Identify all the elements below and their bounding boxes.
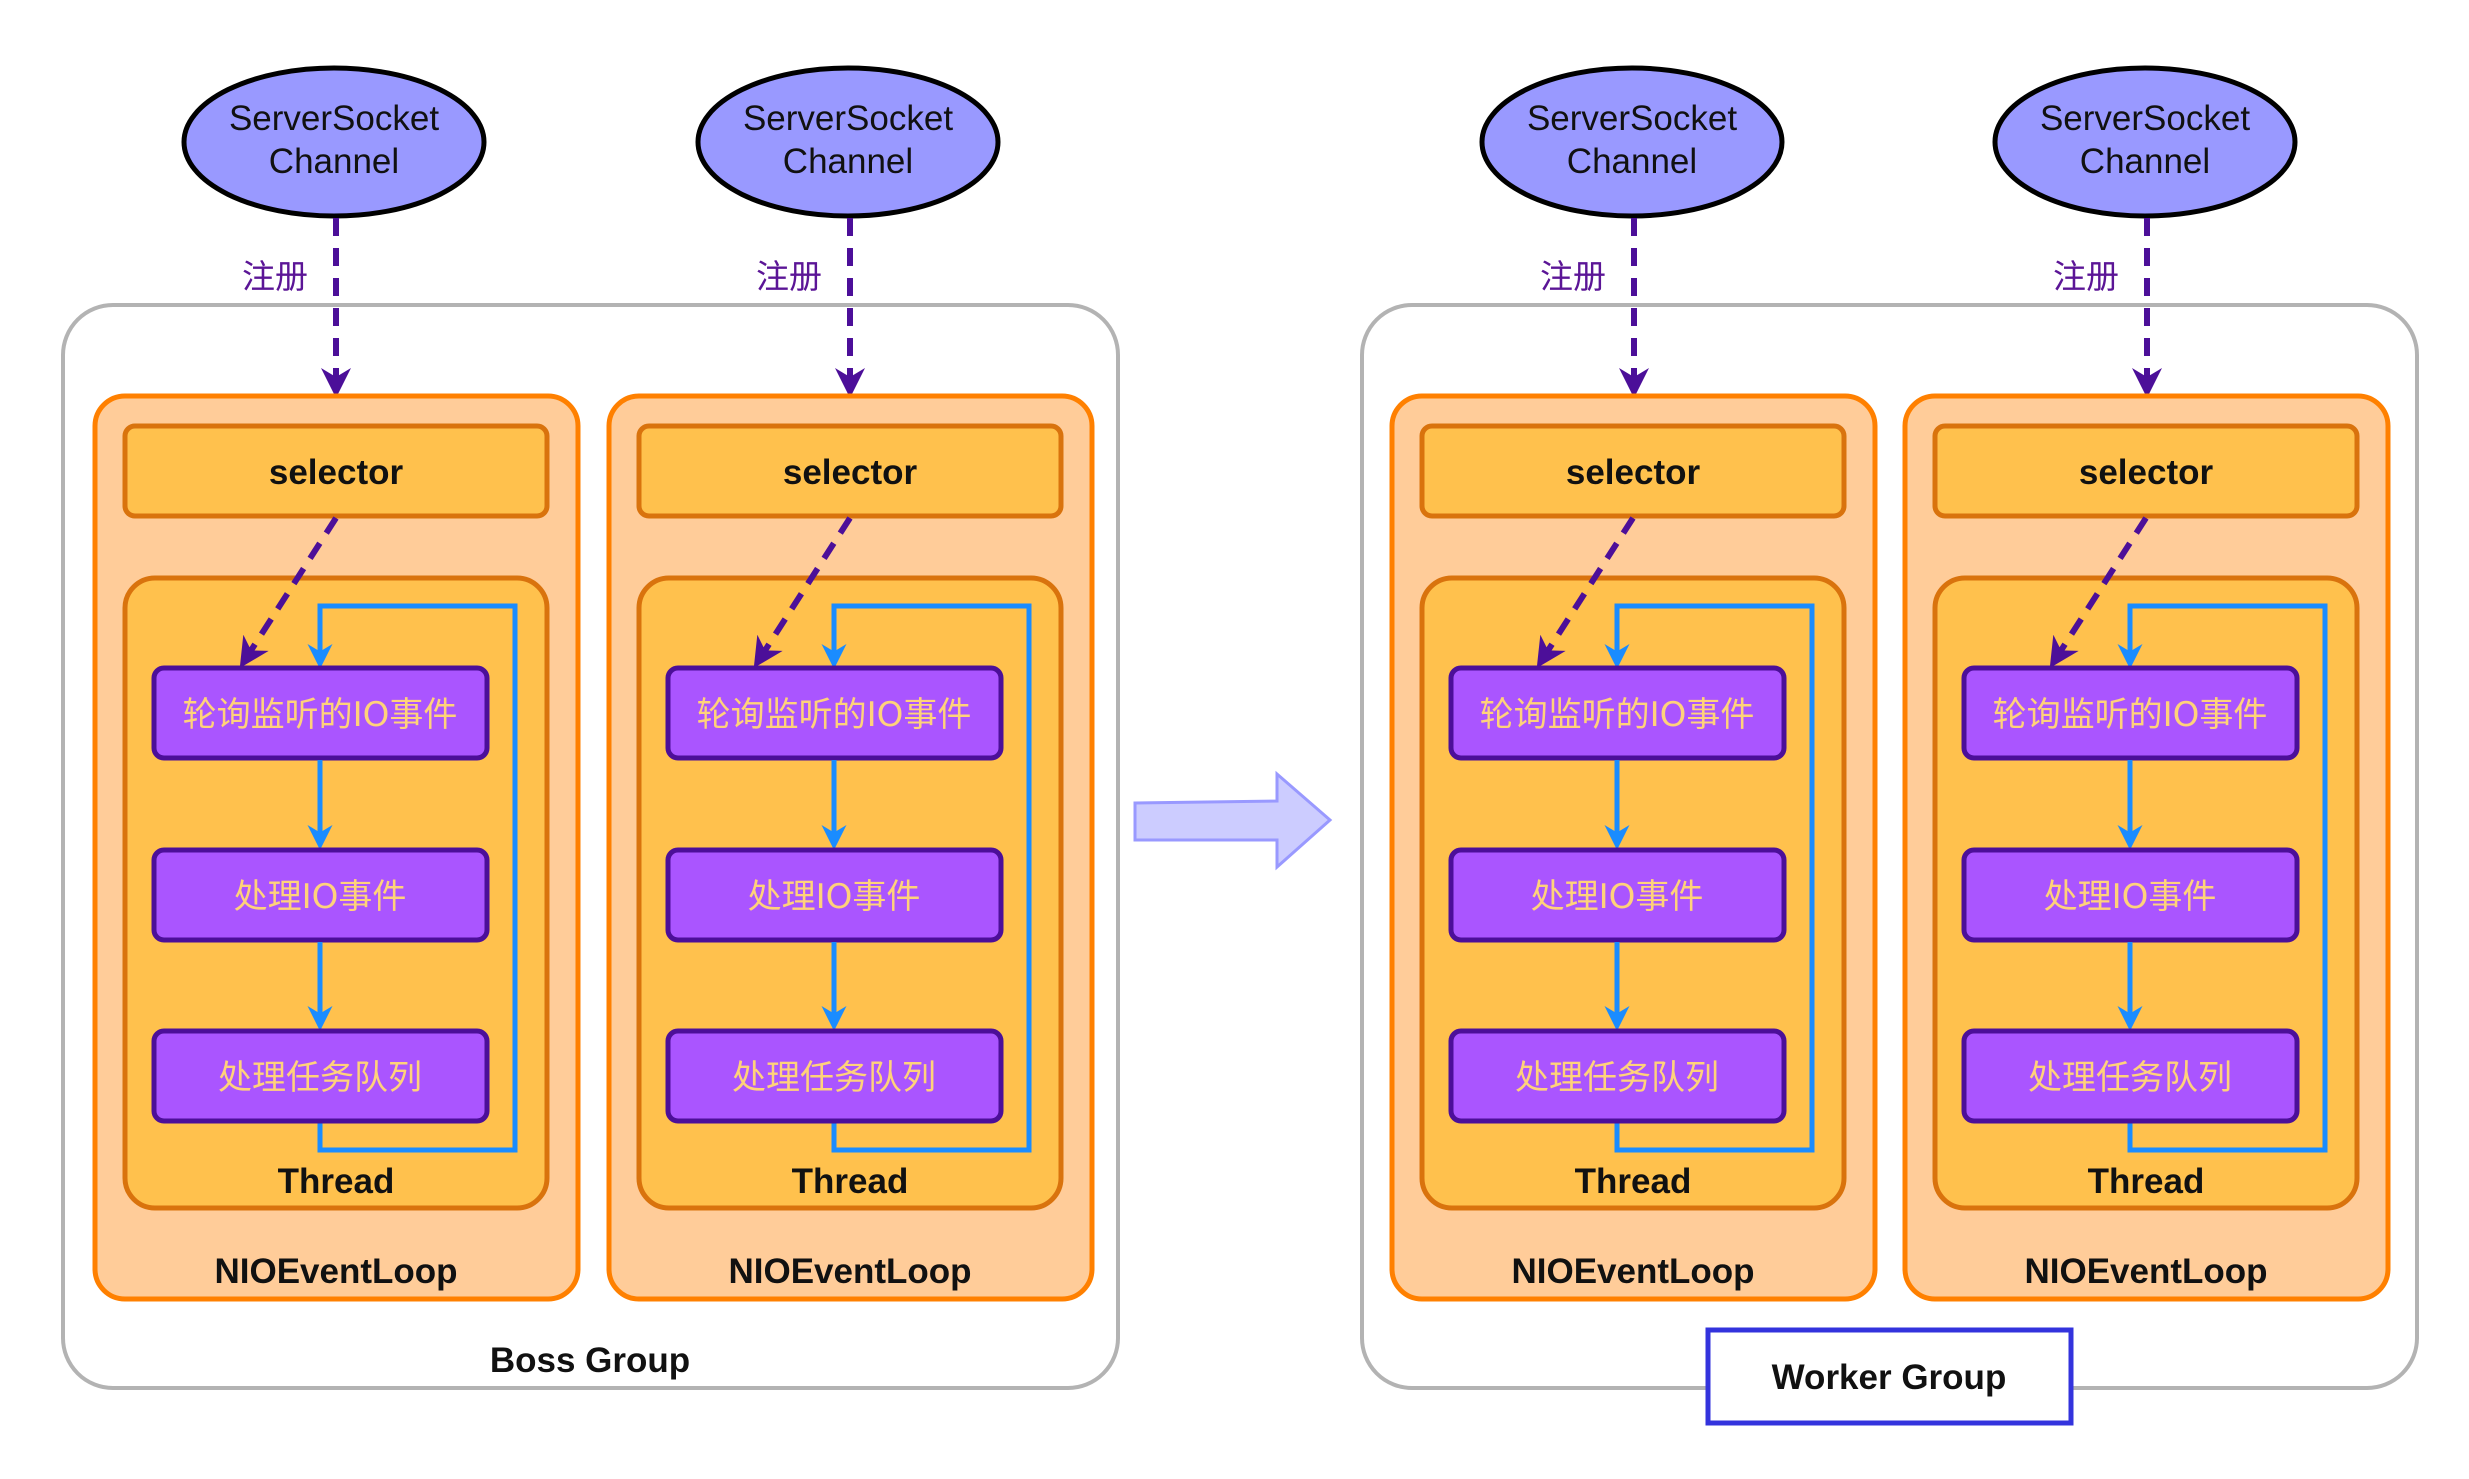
thread-label: Thread — [278, 1162, 395, 1201]
process-task-queue-label: 处理任务队列 — [732, 1058, 936, 1098]
channel-label-line2: Channel — [783, 142, 913, 181]
channel-label-line1: ServerSocket — [743, 99, 953, 138]
worker-event-loop-1: ServerSocket Channel 注册 selector 轮询监听的IO… — [1389, 65, 1878, 1302]
boss-group: Boss Group ServerSocket Channel 注册 selec… — [61, 65, 1120, 1390]
process-task-queue-label: 处理任务队列 — [1515, 1058, 1719, 1098]
boss-to-worker-arrow — [1133, 770, 1333, 871]
process-task-queue-step — [151, 1028, 490, 1124]
selector-label: selector — [269, 453, 404, 492]
selector-box — [1419, 423, 1847, 519]
loop-back-arrow — [2117, 603, 2328, 1153]
poll-io-events-step — [151, 665, 490, 761]
process-io-events-step — [151, 847, 490, 943]
channel-label-line1: ServerSocket — [2040, 99, 2250, 138]
process-io-events-label: 处理IO事件 — [748, 877, 921, 917]
register-label: 注册 — [756, 257, 822, 296]
register-label: 注册 — [2053, 257, 2119, 296]
thread-label: Thread — [2088, 1162, 2205, 1201]
poll-io-events-label: 轮询监听的IO事件 — [183, 695, 458, 735]
loop-back-arrow — [821, 603, 1032, 1153]
thread-label: Thread — [1575, 1162, 1692, 1201]
nio-event-loop-label: NIOEventLoop — [1511, 1252, 1754, 1291]
register-label: 注册 — [242, 257, 308, 296]
channel-label-line1: ServerSocket — [229, 99, 439, 138]
boss-group-label: Boss Group — [490, 1341, 690, 1380]
process-io-events-label: 处理IO事件 — [1531, 877, 1704, 917]
server-socket-channel-node — [695, 65, 1001, 219]
worker-group-label: Worker Group — [1772, 1358, 2007, 1397]
poll-io-events-label: 轮询监听的IO事件 — [1993, 695, 2268, 735]
process-task-queue-label: 处理任务队列 — [218, 1058, 422, 1098]
selector-box — [122, 423, 550, 519]
channel-label-line2: Channel — [269, 142, 399, 181]
selector-label: selector — [2079, 453, 2214, 492]
worker-group-label-box — [1705, 1327, 2074, 1426]
process-io-events-step — [1448, 847, 1787, 943]
process-io-events-step — [665, 847, 1004, 943]
nio-event-loop-label: NIOEventLoop — [2024, 1252, 2267, 1291]
boss-event-loop-2: ServerSocket Channel 注册 selector 轮询监听的IO… — [606, 65, 1095, 1302]
poll-io-events-step — [1961, 665, 2300, 761]
channel-label-line2: Channel — [1567, 142, 1697, 181]
loop-back-arrow — [307, 603, 518, 1153]
thread-label: Thread — [792, 1162, 909, 1201]
channel-label-line1: ServerSocket — [1527, 99, 1737, 138]
process-task-queue-step — [1961, 1028, 2300, 1124]
poll-io-events-step — [665, 665, 1004, 761]
process-task-queue-step — [665, 1028, 1004, 1124]
worker-event-loop-2: ServerSocket Channel 注册 selector 轮询监听的IO… — [1902, 65, 2391, 1302]
poll-io-events-label: 轮询监听的IO事件 — [697, 695, 972, 735]
process-io-events-label: 处理IO事件 — [2044, 877, 2217, 917]
process-task-queue-step — [1448, 1028, 1787, 1124]
worker-group: ServerSocket Channel 注册 selector 轮询监听的IO… — [1360, 65, 2419, 1426]
poll-io-events-label: 轮询监听的IO事件 — [1480, 695, 1755, 735]
process-task-queue-label: 处理任务队列 — [2028, 1058, 2232, 1098]
register-label: 注册 — [1540, 257, 1606, 296]
server-socket-channel-node — [1479, 65, 1785, 219]
server-socket-channel-node — [1992, 65, 2298, 219]
nio-event-loop-label: NIOEventLoop — [214, 1252, 457, 1291]
nio-event-loop-label: NIOEventLoop — [728, 1252, 971, 1291]
channel-label-line2: Channel — [2080, 142, 2210, 181]
process-io-events-step — [1961, 847, 2300, 943]
selector-box — [1932, 423, 2360, 519]
boss-event-loop-1: ServerSocket Channel 注册 selector 轮询监听的IO… — [92, 65, 581, 1302]
server-socket-channel-node — [181, 65, 487, 219]
poll-io-events-step — [1448, 665, 1787, 761]
selector-box — [636, 423, 1064, 519]
selector-label: selector — [783, 453, 918, 492]
loop-back-arrow — [1604, 603, 1815, 1153]
selector-label: selector — [1566, 453, 1701, 492]
process-io-events-label: 处理IO事件 — [234, 877, 407, 917]
